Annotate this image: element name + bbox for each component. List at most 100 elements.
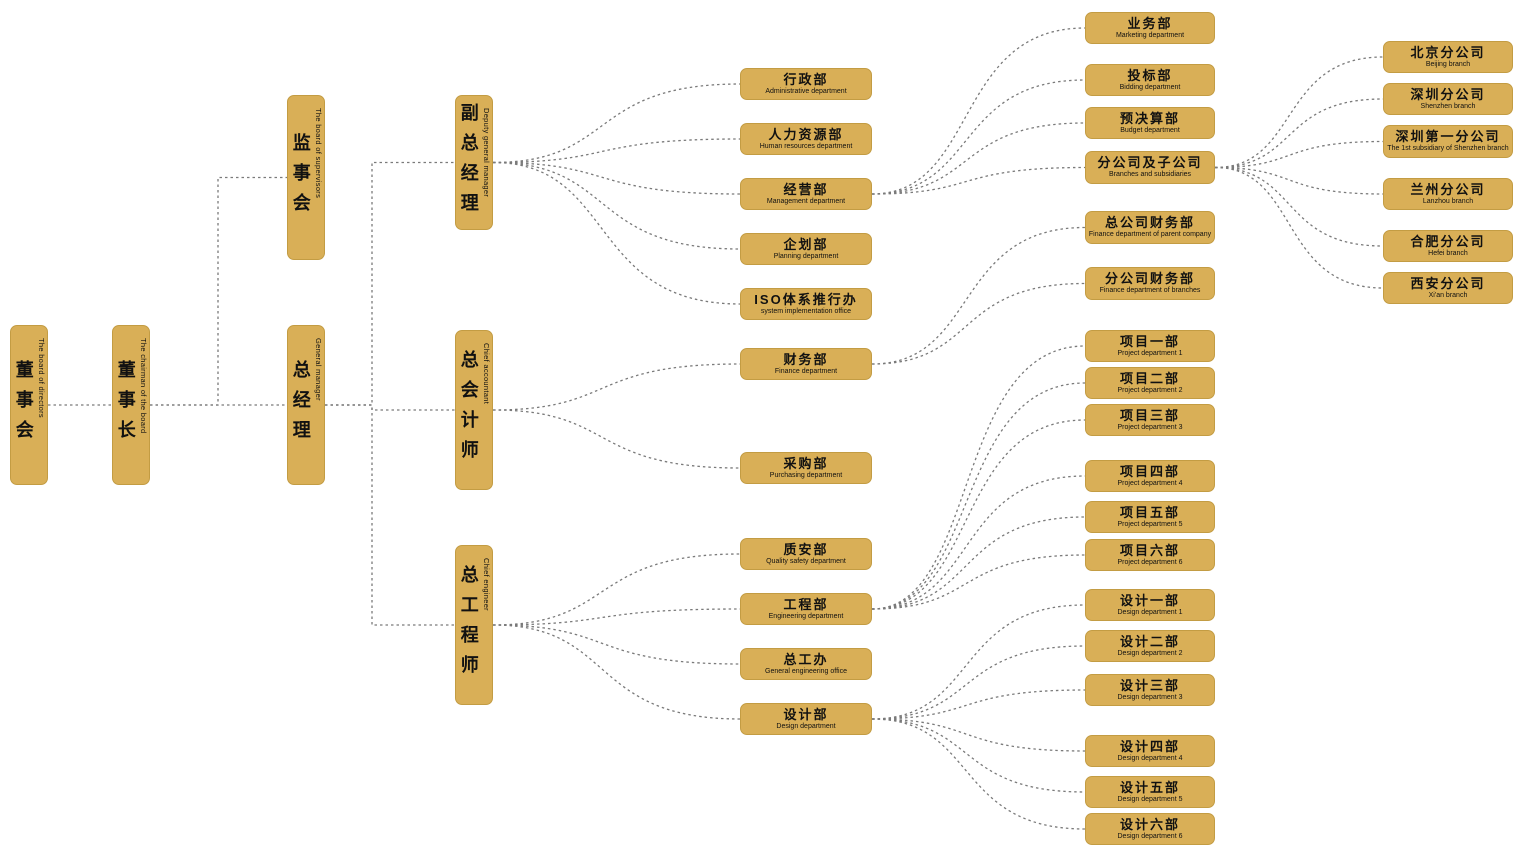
edge-mgmt-branches: [871, 166, 1086, 195]
label-zh-design: 设计部: [783, 706, 829, 722]
label-en-supervisors: The board of supervisors: [313, 108, 323, 199]
label-en-budget: Budget department: [1120, 126, 1180, 134]
label-en-quality: Quality safety department: [766, 557, 846, 565]
label-zh-des2: 设计二部: [1119, 633, 1180, 649]
label-zh-marketing: 业务部: [1127, 15, 1173, 31]
label-en-des4: Design department 4: [1117, 754, 1183, 762]
label-zh-des6: 设计六部: [1119, 816, 1180, 832]
edge-engineering-proj6: [871, 554, 1086, 610]
label-en-planning: Planning department: [773, 252, 839, 260]
edge-engineering-proj5: [871, 516, 1086, 610]
label-zh-finance: 财务部: [783, 351, 829, 367]
label-zh-geo: 总工办: [783, 651, 829, 667]
label-zh-branches: 分公司及子公司: [1097, 155, 1203, 171]
edge-design-des6: [871, 718, 1086, 830]
label-en-brfin: Finance department of branches: [1099, 287, 1201, 295]
edge-branches-lanzhou: [1214, 166, 1384, 195]
label-en-gm: General manager: [313, 338, 323, 401]
edge-branches-shenzhen: [1214, 98, 1384, 169]
label-zh-hr: 人力资源部: [768, 126, 844, 142]
label-zh-shenzhen: 深圳分公司: [1410, 86, 1486, 102]
edge-design-des5: [871, 718, 1086, 793]
edge-deputy-hr: [492, 138, 741, 164]
label-zh-engineering: 工程部: [783, 596, 829, 612]
label-en-des3: Design department 3: [1117, 693, 1183, 701]
label-en-proj4: Project department 4: [1117, 479, 1183, 487]
label-en-des2: Design department 2: [1117, 649, 1183, 657]
label-en-proj3: Project department 3: [1117, 423, 1183, 431]
label-zh-chairman: 董事长: [115, 360, 136, 450]
label-en-bidding: Bidding department: [1119, 83, 1181, 91]
edge-chairman-supervisors: [150, 176, 287, 406]
edge-branches-shenzhen1: [1214, 140, 1384, 169]
label-zh-xian: 西安分公司: [1410, 275, 1486, 291]
label-zh-admin: 行政部: [783, 71, 829, 87]
label-en-marketing: Marketing department: [1115, 31, 1185, 39]
label-zh-deputy: 副总经理: [458, 102, 479, 223]
label-zh-bidding: 投标部: [1127, 67, 1173, 83]
edge-branches-beijing: [1214, 56, 1384, 169]
label-en-admin: Administrative department: [765, 87, 847, 95]
label-en-des6: Design department 6: [1117, 832, 1183, 840]
label-zh-des4: 设计四部: [1119, 738, 1180, 754]
label-zh-des3: 设计三部: [1119, 677, 1180, 693]
label-en-shenzhen1: The 1st subsidiary of Shenzhen branch: [1387, 145, 1509, 153]
label-zh-board: 董事会: [13, 360, 34, 450]
edge-finance-hqfin: [871, 226, 1086, 365]
label-zh-gm: 总经理: [290, 360, 311, 450]
label-zh-purchasing: 采购部: [783, 455, 829, 471]
label-zh-budget: 预决算部: [1119, 110, 1180, 126]
edge-design-des4: [871, 718, 1086, 752]
label-en-deputy: Deputy general manager: [481, 108, 491, 198]
label-en-accountant: Chief accountant: [481, 343, 491, 405]
edge-branches-xian: [1214, 166, 1384, 289]
label-zh-brfin: 分公司财务部: [1104, 271, 1195, 287]
edge-engineer-quality: [492, 553, 741, 626]
edge-gm-accountant: [325, 404, 455, 411]
label-en-beijing: Beijing branch: [1425, 60, 1471, 68]
label-zh-quality: 质安部: [783, 541, 829, 557]
label-zh-shenzhen1: 深圳第一分公司: [1395, 129, 1501, 145]
edge-mgmt-marketing: [871, 27, 1086, 195]
edge-engineer-geo: [492, 624, 741, 665]
label-zh-proj3: 项目三部: [1119, 407, 1180, 423]
label-en-des5: Design department 5: [1117, 795, 1183, 803]
edge-accountant-finance: [492, 363, 741, 411]
label-zh-beijing: 北京分公司: [1410, 44, 1486, 60]
edge-design-des1: [871, 604, 1086, 720]
label-en-purchasing: Purchasing department: [769, 471, 843, 479]
edge-deputy-mgmt: [492, 161, 741, 195]
label-en-mgmt: Management department: [766, 197, 846, 205]
label-en-proj1: Project department 1: [1117, 349, 1183, 357]
